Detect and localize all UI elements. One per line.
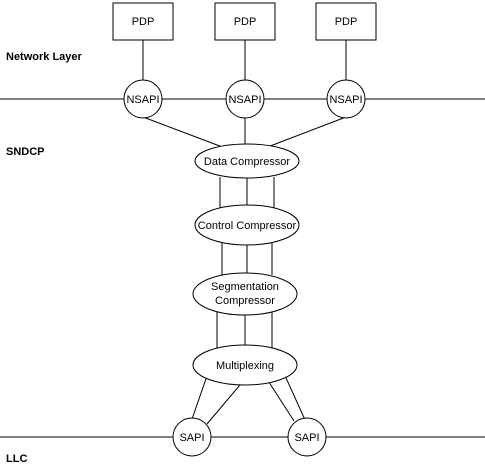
data-compressor-ellipse xyxy=(194,143,300,179)
sapi-circle-2 xyxy=(287,417,327,457)
pdp-box-2 xyxy=(214,2,276,41)
pdp-box-1 xyxy=(112,2,174,41)
sapi-label-1: SAPI xyxy=(179,432,204,444)
sndcp-layer-label: SNDCP xyxy=(6,146,45,158)
sapi-label-2: SAPI xyxy=(294,432,319,444)
pdp-box-3 xyxy=(315,2,377,41)
nsapi-circle-1 xyxy=(123,79,163,119)
sapi-circle-1 xyxy=(172,417,212,457)
pdp-label-1: PDP xyxy=(132,16,155,28)
nsapi-label-2: NSAPI xyxy=(228,94,261,106)
pdp-label-2: PDP xyxy=(234,16,257,28)
nsapi-label-1: NSAPI xyxy=(126,94,159,106)
llc-layer-label: LLC xyxy=(6,453,27,465)
control-compressor-label: Control Compressor xyxy=(198,220,297,232)
network-layer-label: Network Layer xyxy=(6,51,83,63)
data-compressor-label: Data Compressor xyxy=(204,156,291,168)
pdp-label-3: PDP xyxy=(335,16,358,28)
segmentation-compressor-label-line2: Compressor xyxy=(215,295,275,307)
nsapi-dc-connector-3 xyxy=(264,116,347,149)
nsapi-circle-2 xyxy=(225,79,265,119)
segmentation-compressor-ellipse xyxy=(192,272,298,316)
nsapi-dc-connector-1 xyxy=(142,116,226,149)
control-compressor-ellipse xyxy=(194,204,300,246)
multiplexing-ellipse xyxy=(192,344,298,386)
nsapi-circle-3 xyxy=(326,79,366,119)
nsapi-label-3: NSAPI xyxy=(329,94,362,106)
segmentation-compressor-label-line1: Segmentation xyxy=(211,281,279,293)
multiplexing-label: Multiplexing xyxy=(216,360,274,372)
